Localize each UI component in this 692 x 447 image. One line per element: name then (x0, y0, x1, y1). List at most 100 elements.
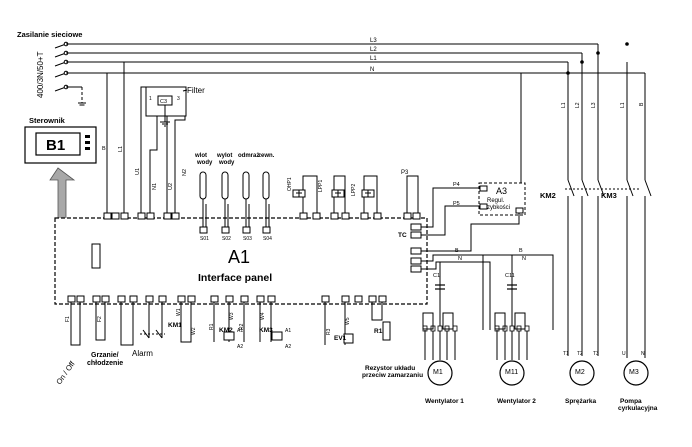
filter-ground-icon (160, 105, 170, 127)
wire-w2: W2 (191, 327, 197, 335)
motor-symbol-icon (623, 360, 649, 386)
wire-label-n2: N2 (182, 169, 188, 176)
motor-id: M2 (575, 369, 585, 376)
sensor-code: S02 (222, 236, 231, 242)
motor-terminal (452, 325, 458, 332)
sensor-probe-icon (221, 171, 229, 200)
supply-terminals (54, 41, 69, 92)
sensor-label-top: wlot (194, 153, 207, 159)
filter-label: Filter (187, 86, 205, 95)
term-n: N (641, 351, 645, 357)
pressure-label-lpp1: LPP1 (318, 180, 324, 192)
panel-tc-label: TC (398, 232, 407, 239)
regulator-p4: P4 (453, 182, 460, 188)
filter-cap-label: C3 (160, 99, 167, 105)
svg-text:L1: L1 (620, 102, 626, 108)
sensor-label-mid: wody (218, 160, 235, 166)
ground-icon (78, 102, 86, 106)
term-t2: T2 (577, 351, 583, 357)
interface-panel (54, 217, 428, 305)
wire-r3: R3 (326, 328, 332, 335)
coil-km3: KM3 (259, 327, 273, 334)
motor-caption: Sprężarka (565, 398, 596, 405)
fan-wire-b: B (455, 248, 459, 254)
supply-voltage: 400/3N/50+T (36, 51, 45, 98)
pressure-labels: OHP1 LPP1 LPP2 (287, 177, 357, 196)
wire-label-b: B (102, 146, 106, 152)
sensor-probe-icon (262, 171, 270, 200)
controller-title: Sterownik (29, 116, 66, 125)
label-rez2: przeciw zamarzaniu (362, 372, 423, 379)
wire-labels-top: B L1 U1 N1 U2 N2 (102, 146, 188, 190)
coil-a1-km3: A1 (285, 328, 291, 334)
term-t3: T3 (593, 351, 599, 357)
coil-km2: KM2 (219, 327, 233, 334)
sensor-code: S04 (263, 236, 272, 242)
svg-text:L3: L3 (591, 102, 597, 108)
motor-right-terminals: T1 T2 T3 U N (563, 351, 645, 357)
controller-display: B1 (46, 137, 65, 154)
sensor-label-top: wylot (216, 153, 232, 159)
wire-label-u2: U2 (168, 183, 174, 190)
pressure-label-ohp1: OHP1 (287, 177, 293, 191)
motor-speed-loop (442, 312, 454, 330)
coil-a1-km2: A1 (237, 328, 243, 334)
bottom-switches (140, 329, 165, 339)
coil-km1: KM1 (168, 322, 182, 329)
p3-label: P3 (401, 170, 409, 176)
motor-speed-loop (422, 312, 434, 330)
motor-id: M11 (505, 369, 518, 376)
motor-symbol-icon (427, 360, 453, 386)
controller-buttons (85, 135, 90, 150)
fan-wire-b2: B (519, 248, 523, 254)
line-label-l3: L3 (370, 38, 377, 44)
pressure-switches (292, 175, 419, 213)
motor-symbol-icon (569, 360, 595, 386)
right-contactor-km3: KM3 (601, 191, 617, 200)
regulator-wires (421, 73, 522, 252)
term-t1: T1 (563, 351, 569, 357)
regulator-line1: Regul. (487, 198, 505, 204)
motor-caption-2: cyrkulacyjna (618, 405, 658, 412)
coil-ev1: EV1 (334, 335, 347, 342)
fan-wire-n: N (458, 256, 462, 262)
sensor-code: S03 (243, 236, 252, 242)
motor-terminal (437, 325, 443, 332)
right-wire-labels: L1 L2 L3 L1 B (561, 102, 645, 108)
label-chlodzenie: chłodzenie (87, 360, 123, 367)
regulator-line2: szybkości (484, 205, 510, 211)
right-contactor-wires (565, 44, 652, 358)
regulator-p5: P5 (453, 201, 460, 207)
capacitor-c1 (435, 284, 445, 290)
label-rez1: Rezystor układu (365, 365, 415, 372)
fan-wire-n2: N (522, 256, 526, 262)
label-grzanie: Grzanie/ (91, 352, 119, 359)
panel-left-connector (91, 243, 101, 269)
term-u: U (622, 351, 626, 357)
supply-title: Zasilanie sieciowe (17, 30, 82, 39)
label-onoff: On / Off (54, 359, 77, 386)
controller-screen (35, 132, 81, 156)
sensor-label-mid: wody (196, 160, 213, 166)
panel-id: A1 (228, 247, 250, 267)
coil-a2-km3: A2 (285, 344, 291, 350)
motor-caption: Wentylator 1 (425, 398, 464, 405)
coil-r1: R1 (374, 328, 383, 335)
pressure-label-lpp2: LPP2 (351, 184, 357, 196)
sensor-label-top: odmraż (238, 153, 259, 159)
wire-w3: W3 (229, 312, 235, 320)
supply-lines (66, 43, 645, 103)
motor-speed-loop (514, 312, 526, 330)
sensor-code: S01 (200, 236, 209, 242)
motor-terminal (509, 325, 515, 332)
wire-w5: W5 (345, 317, 351, 325)
label-alarm: Alarm (132, 349, 153, 358)
filter-terminal-1: 1 (149, 96, 152, 102)
sensor-probe-icon (242, 171, 250, 200)
